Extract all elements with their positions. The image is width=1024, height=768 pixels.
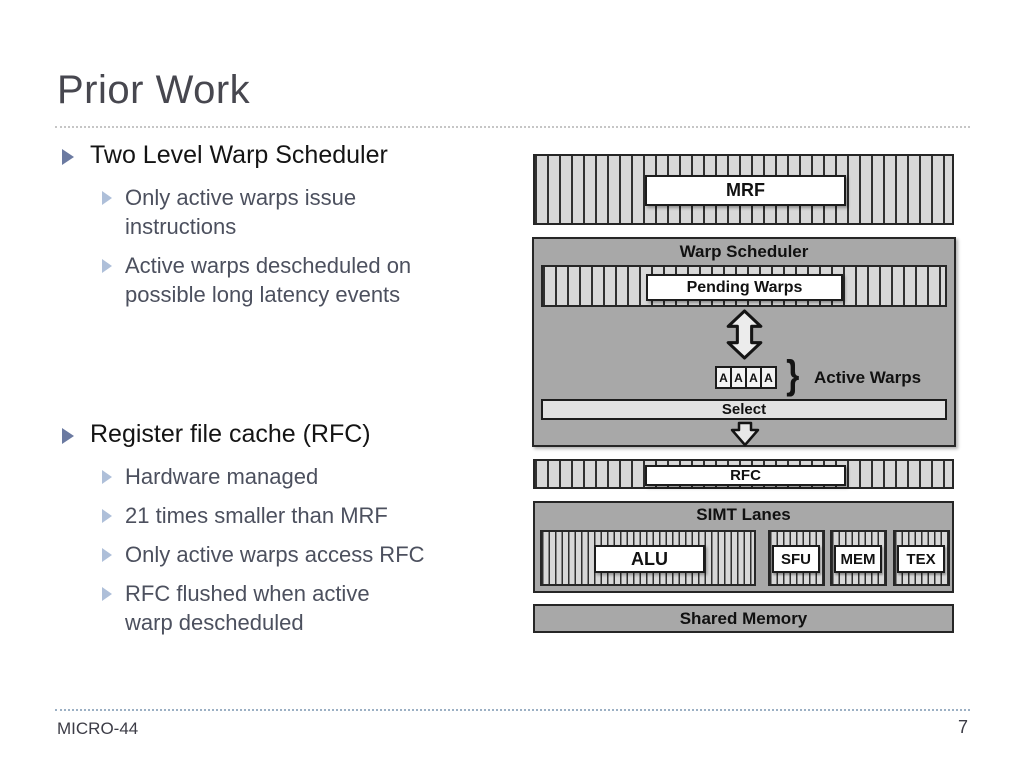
active-warp-cell: A [760,366,777,389]
bullet-arrow-icon [62,428,74,444]
bullet-heading: Register file cache (RFC) [90,420,371,448]
sfu-label: SFU [772,545,820,573]
sub-bullet-item: RFC flushed when active warp descheduled [100,579,522,637]
sub-bullet-text: Only active warps access RFC [125,542,425,568]
sub-bullet-text: 21 times smaller than MRF [125,503,388,529]
mem-label: MEM [834,545,882,573]
active-warps-label: Active Warps [814,368,922,387]
architecture-diagram: MRF Warp Scheduler Pending Warps A A A A… [532,152,958,636]
mem-lane-block: MEM [830,530,887,586]
brace-icon: } [786,353,800,397]
rfc-block: RFC [533,459,954,489]
bullet-item: Register file cache (RFC) [60,419,522,450]
sub-bullet-item: Only active warps access RFC [100,540,522,569]
slide-title: Prior Work [57,68,251,112]
title-divider [55,126,970,128]
bullet-arrow-icon [102,259,112,274]
warp-scheduler-title: Warp Scheduler [679,242,809,261]
sub-bullet-text: Active warps descheduled on possible lon… [125,253,412,308]
bullet-arrow-icon [102,509,112,524]
double-arrow-icon [726,309,763,360]
sub-bullet-item: Active warps descheduled on possible lon… [100,251,522,309]
select-bar: Select [541,399,947,420]
footer-divider [55,709,970,711]
footer-page-number: 7 [957,717,968,737]
sub-bullet-text: Hardware managed [125,464,319,490]
bullet-arrow-icon [102,587,112,602]
active-warp-cells: A A A A [715,366,777,389]
mrf-block: MRF [533,154,954,225]
bullet-heading: Two Level Warp Scheduler [90,141,388,169]
down-arrow-icon [730,421,760,447]
bullet-arrow-icon [102,470,112,485]
bullet-arrow-icon [102,548,112,563]
rfc-label: RFC [645,465,846,486]
shared-memory-block: Shared Memory [533,604,954,633]
sub-bullet-text: RFC flushed when active warp descheduled [125,581,370,636]
alu-label: ALU [594,545,705,573]
bullet-group-register-file-cache: Register file cache (RFC) Hardware manag… [60,419,522,647]
tex-label: TEX [897,545,945,573]
sub-bullet-item: Only active warps issue instructions [100,183,522,241]
pending-warps-label: Pending Warps [646,274,843,301]
sub-bullet-text: Only active warps issue instructions [125,185,357,240]
bullet-item: Two Level Warp Scheduler [60,140,522,171]
footer-conference-label: MICRO-44 [57,719,139,738]
bullet-arrow-icon [62,149,74,165]
mrf-label: MRF [645,175,846,206]
alu-lane-block: ALU [540,530,756,586]
bullet-group-two-level-scheduler: Two Level Warp Scheduler Only active war… [60,140,522,319]
sub-bullet-item: Hardware managed [100,462,522,491]
sub-bullet-list: Hardware managed 21 times smaller than M… [100,462,522,637]
simt-lanes-title: SIMT Lanes [696,505,791,524]
simt-lanes-block: SIMT Lanes ALU SFU MEM TEX [533,501,954,593]
sub-bullet-item: 21 times smaller than MRF [100,501,522,530]
bullet-arrow-icon [102,191,112,206]
sfu-lane-block: SFU [768,530,825,586]
pending-warps-block: Pending Warps [541,265,947,307]
sub-bullet-list: Only active warps issue instructions Act… [100,183,522,309]
warp-scheduler-block: Warp Scheduler Pending Warps A A A A } A… [532,237,956,447]
tex-lane-block: TEX [893,530,950,586]
